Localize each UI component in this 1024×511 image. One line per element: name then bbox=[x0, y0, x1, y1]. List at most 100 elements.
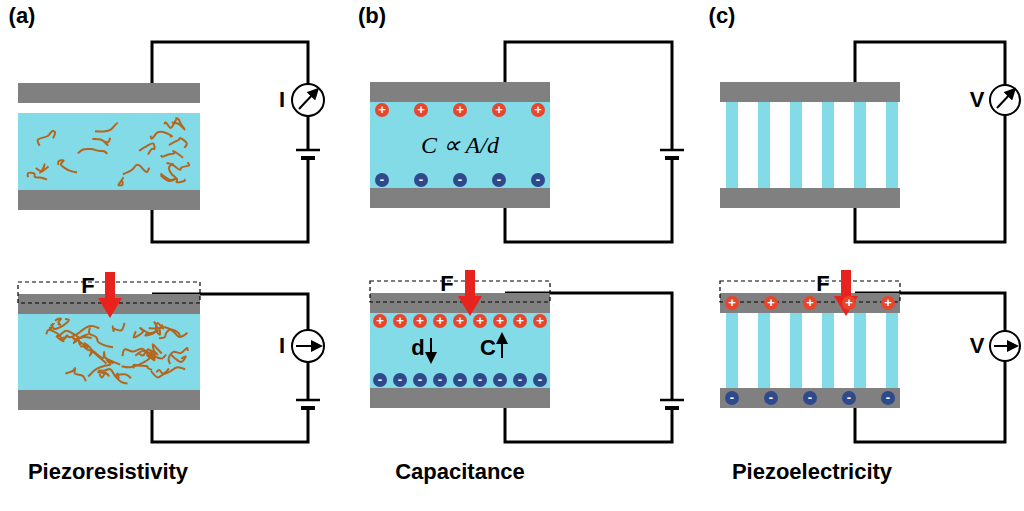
panel-title: Piezoresistivity bbox=[28, 459, 188, 485]
piezo-bar bbox=[758, 102, 770, 188]
batteries bbox=[296, 150, 684, 408]
charge-symbol: - bbox=[414, 173, 428, 187]
fiber bbox=[169, 138, 187, 148]
charge-symbol: - bbox=[881, 391, 895, 405]
charge-symbol: - bbox=[373, 373, 387, 387]
charge-symbol: + bbox=[453, 103, 467, 117]
fiber bbox=[46, 330, 68, 340]
piezo-bar bbox=[886, 313, 898, 388]
fiber bbox=[92, 138, 110, 145]
fiber bbox=[160, 174, 184, 183]
charge-symbol: + bbox=[414, 103, 428, 117]
force-label: F bbox=[440, 271, 453, 297]
piezo-bar bbox=[758, 313, 770, 388]
piezo-bar bbox=[854, 102, 866, 188]
force-arrows bbox=[98, 270, 858, 318]
charge-symbol: - bbox=[842, 391, 856, 405]
charge-symbol: + bbox=[375, 103, 389, 117]
charge-symbol: + bbox=[373, 314, 387, 328]
fiber bbox=[171, 355, 185, 362]
fiber bbox=[55, 319, 61, 325]
piezo-bar bbox=[886, 102, 898, 188]
fiber bbox=[123, 349, 153, 357]
fiber bbox=[139, 143, 154, 154]
charge-symbol: - bbox=[803, 391, 817, 405]
distance-label: d bbox=[411, 335, 424, 361]
fiber bbox=[94, 351, 120, 364]
sensor-layers bbox=[18, 82, 900, 410]
fiber bbox=[28, 173, 47, 180]
charge-symbol: + bbox=[393, 314, 407, 328]
fiber bbox=[58, 160, 77, 172]
fiber bbox=[113, 323, 125, 332]
charge-symbol: + bbox=[473, 314, 487, 328]
force-label: F bbox=[81, 273, 94, 299]
charge-symbol: + bbox=[531, 103, 545, 117]
charge-symbol: + bbox=[803, 296, 817, 310]
fiber bbox=[161, 151, 183, 158]
piezo-bar bbox=[822, 102, 834, 188]
piezo-bar bbox=[854, 313, 866, 388]
piezo-bar bbox=[822, 313, 834, 388]
fiber bbox=[169, 348, 188, 364]
fiber bbox=[65, 368, 86, 381]
charge-symbol: + bbox=[725, 296, 739, 310]
charge-symbol: - bbox=[531, 173, 545, 187]
current-symbol: I bbox=[279, 333, 285, 359]
charge-symbol: + bbox=[453, 314, 467, 328]
charge-symbol: - bbox=[453, 173, 467, 187]
fiber bbox=[157, 368, 169, 373]
fiber bbox=[36, 164, 49, 173]
charge-symbol: + bbox=[433, 314, 447, 328]
fiber bbox=[151, 367, 185, 377]
charge-symbol: - bbox=[433, 373, 447, 387]
current-symbol: I bbox=[279, 87, 285, 113]
fiber bbox=[151, 132, 173, 139]
charge-symbol: - bbox=[413, 373, 427, 387]
charge-symbol: - bbox=[725, 391, 739, 405]
capacitance-formula: C ∝ A/d bbox=[421, 131, 499, 159]
panel-label: (c) bbox=[709, 3, 736, 29]
charge-symbol: + bbox=[881, 296, 895, 310]
fiber bbox=[98, 369, 127, 384]
fiber bbox=[89, 327, 113, 347]
piezo-bar bbox=[726, 313, 738, 388]
charge-symbol: - bbox=[453, 373, 467, 387]
fiber bbox=[73, 338, 89, 348]
charge-symbol: + bbox=[533, 314, 547, 328]
charge-symbol: - bbox=[375, 173, 389, 187]
panel-label: (a) bbox=[9, 3, 36, 29]
fiber bbox=[118, 177, 123, 185]
charge-symbol: + bbox=[413, 314, 427, 328]
fiber bbox=[53, 319, 69, 329]
fiber bbox=[123, 165, 149, 174]
charge-symbol: + bbox=[492, 103, 506, 117]
fiber bbox=[97, 372, 108, 378]
piezo-bar bbox=[726, 102, 738, 188]
charge-symbol: - bbox=[492, 173, 506, 187]
fiber bbox=[95, 123, 117, 132]
charge-symbol: - bbox=[533, 373, 547, 387]
charge-symbol: + bbox=[493, 314, 507, 328]
panel-title: Capacitance bbox=[395, 459, 525, 485]
charge-symbol: + bbox=[513, 314, 527, 328]
voltage-symbol: V bbox=[970, 333, 985, 359]
fiber bbox=[50, 323, 54, 329]
voltage-symbol: V bbox=[970, 87, 985, 113]
panel-label: (b) bbox=[358, 3, 386, 29]
fiber bbox=[172, 118, 185, 130]
charge-symbol: - bbox=[393, 373, 407, 387]
piezo-bar bbox=[790, 313, 802, 388]
force-label: F bbox=[816, 271, 829, 297]
meters bbox=[292, 84, 1020, 362]
panel-title: Piezoelectricity bbox=[732, 459, 892, 485]
fiber bbox=[57, 336, 66, 342]
wires bbox=[152, 42, 1005, 442]
fiber bbox=[88, 360, 113, 377]
charge-symbol: - bbox=[473, 373, 487, 387]
capacitance-label: C bbox=[480, 335, 496, 361]
charge-symbol: - bbox=[493, 373, 507, 387]
fiber bbox=[38, 131, 55, 146]
